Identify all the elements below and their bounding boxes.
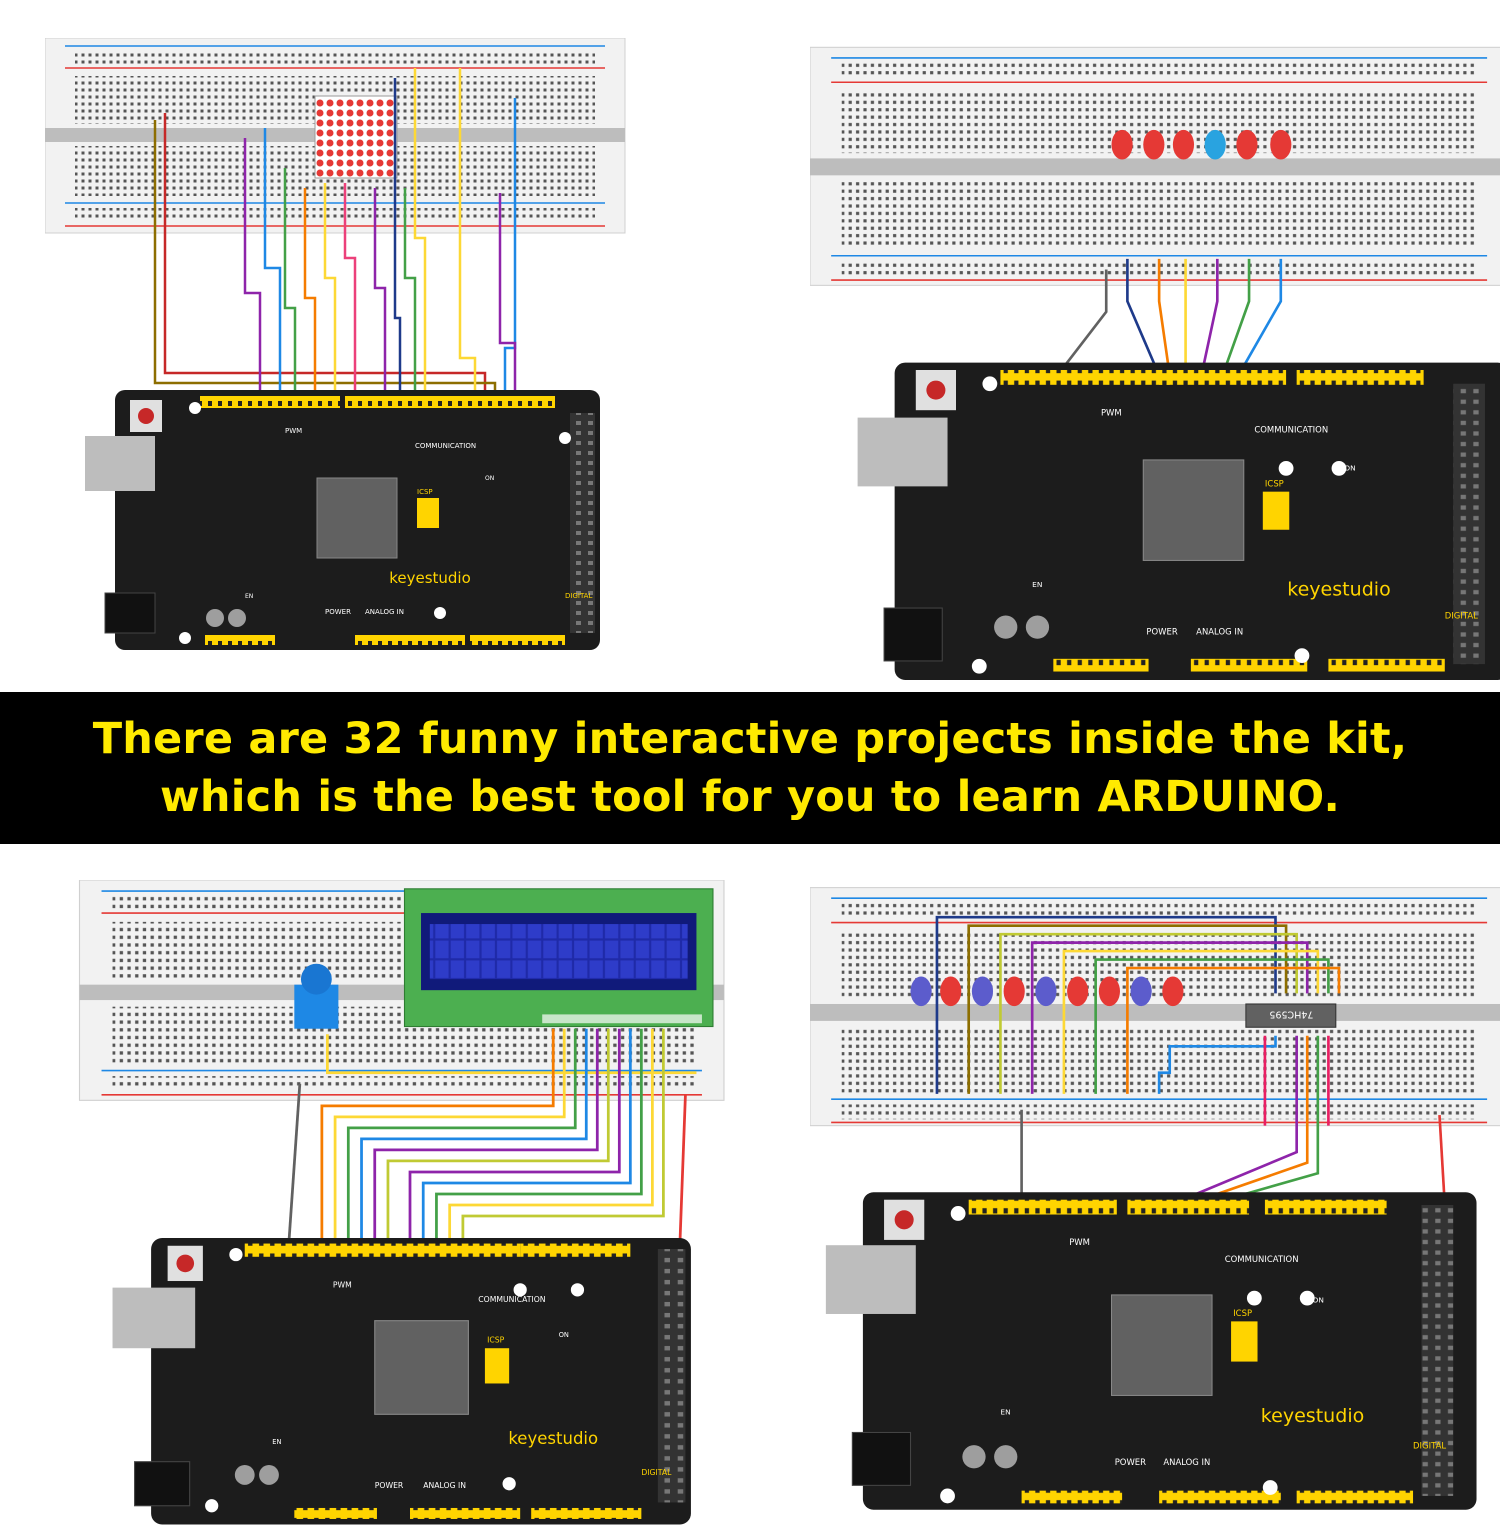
project-led-matrix: keyestudio PWM COMMUNICATION POWER ANALO… [45,38,775,688]
brand-logo: keyestudio [1287,578,1390,600]
caption-banner: There are 32 funny interactive projects … [0,692,1500,844]
en-label: EN [245,593,253,600]
power-label: POWER [375,1481,404,1490]
breadboard [810,887,1500,1127]
pwm-label: PWM [1069,1237,1090,1247]
digital-label: DIGITAL [565,592,592,600]
analog-in-label: ANALOG IN [1163,1457,1210,1467]
project-lcd: keyestudio PWM COMMUNICATION POWER ANALO… [45,880,775,1530]
pwm-label: PWM [285,427,302,435]
pwm-label: PWM [1101,407,1122,417]
analog-in-label: ANALOG IN [423,1481,466,1490]
power-label: POWER [1146,626,1177,636]
shift-register-chip: 74HC595 [1245,1003,1337,1028]
jumper-wires [287,1028,697,1244]
communication-label: COMMUNICATION [415,442,476,450]
project-shift-register: 74HC595 [810,880,1500,1530]
on-label: ON [1344,464,1355,473]
arduino-board: keyestudio PWM COMMUNICATION POWER ANALO… [857,362,1500,680]
dot-matrix [314,95,398,179]
on-label: ON [559,1331,569,1339]
power-label: POWER [1115,1457,1146,1467]
led-row [1111,129,1292,160]
jumper-wires [935,915,1447,1207]
brand-logo: keyestudio [508,1429,598,1448]
led-matrix-diagram: keyestudio PWM COMMUNICATION POWER ANALO… [45,38,626,650]
caption-line-2: which is the best tool for you to learn … [159,772,1341,822]
digital-label: DIGITAL [1413,1440,1446,1450]
chip-label: 74HC595 [1269,1008,1313,1019]
analog-in-label: ANALOG IN [1196,626,1243,636]
en-label: EN [272,1438,281,1446]
lcd-diagram: keyestudio PWM COMMUNICATION POWER ANALO… [78,880,725,1525]
on-label: ON [1313,1295,1324,1304]
icsp-label: ICSP [487,1336,505,1345]
shift-register-diagram: 74HC595 [810,887,1500,1510]
breadboard [810,46,1500,286]
digital-label: DIGITAL [641,1468,672,1477]
icsp-label: ICSP [1265,478,1284,488]
arduino-board: keyestudio PWM COMMUNICATION POWER ANALO… [85,390,600,650]
breadboard [78,880,725,1101]
communication-label: COMMUNICATION [1254,424,1328,434]
arduino-board: keyestudio PWM COMMUNICATION POWER ANALO… [112,1238,691,1525]
lcd-module [403,888,714,1028]
brand-logo: keyestudio [1261,1405,1364,1427]
en-label: EN [1000,1407,1010,1416]
analog-in-label: ANALOG IN [365,608,404,616]
communication-label: COMMUNICATION [1225,1254,1299,1264]
jumper-wires [153,68,517,393]
on-label: ON [485,475,494,482]
potentiometer [294,963,339,1029]
six-leds-diagram: keyestudio PWM COMMUNICATION POWER ANALO… [810,46,1500,680]
brand-logo: keyestudio [389,569,471,587]
icsp-label: ICSP [1233,1308,1252,1318]
power-label: POWER [325,608,351,616]
icsp-label: ICSP [417,488,433,496]
en-label: EN [1032,580,1042,589]
pwm-label: PWM [333,1281,352,1290]
communication-label: COMMUNICATION [478,1295,545,1304]
led-row [910,976,1184,1007]
project-six-leds: keyestudio PWM COMMUNICATION POWER ANALO… [810,45,1500,695]
caption-line-1: There are 32 funny interactive projects … [92,714,1408,764]
jumper-wires [1052,258,1283,382]
digital-label: DIGITAL [1445,611,1478,621]
arduino-board: keyestudio PWM COMMUNICATION POWER ANALO… [825,1192,1477,1510]
